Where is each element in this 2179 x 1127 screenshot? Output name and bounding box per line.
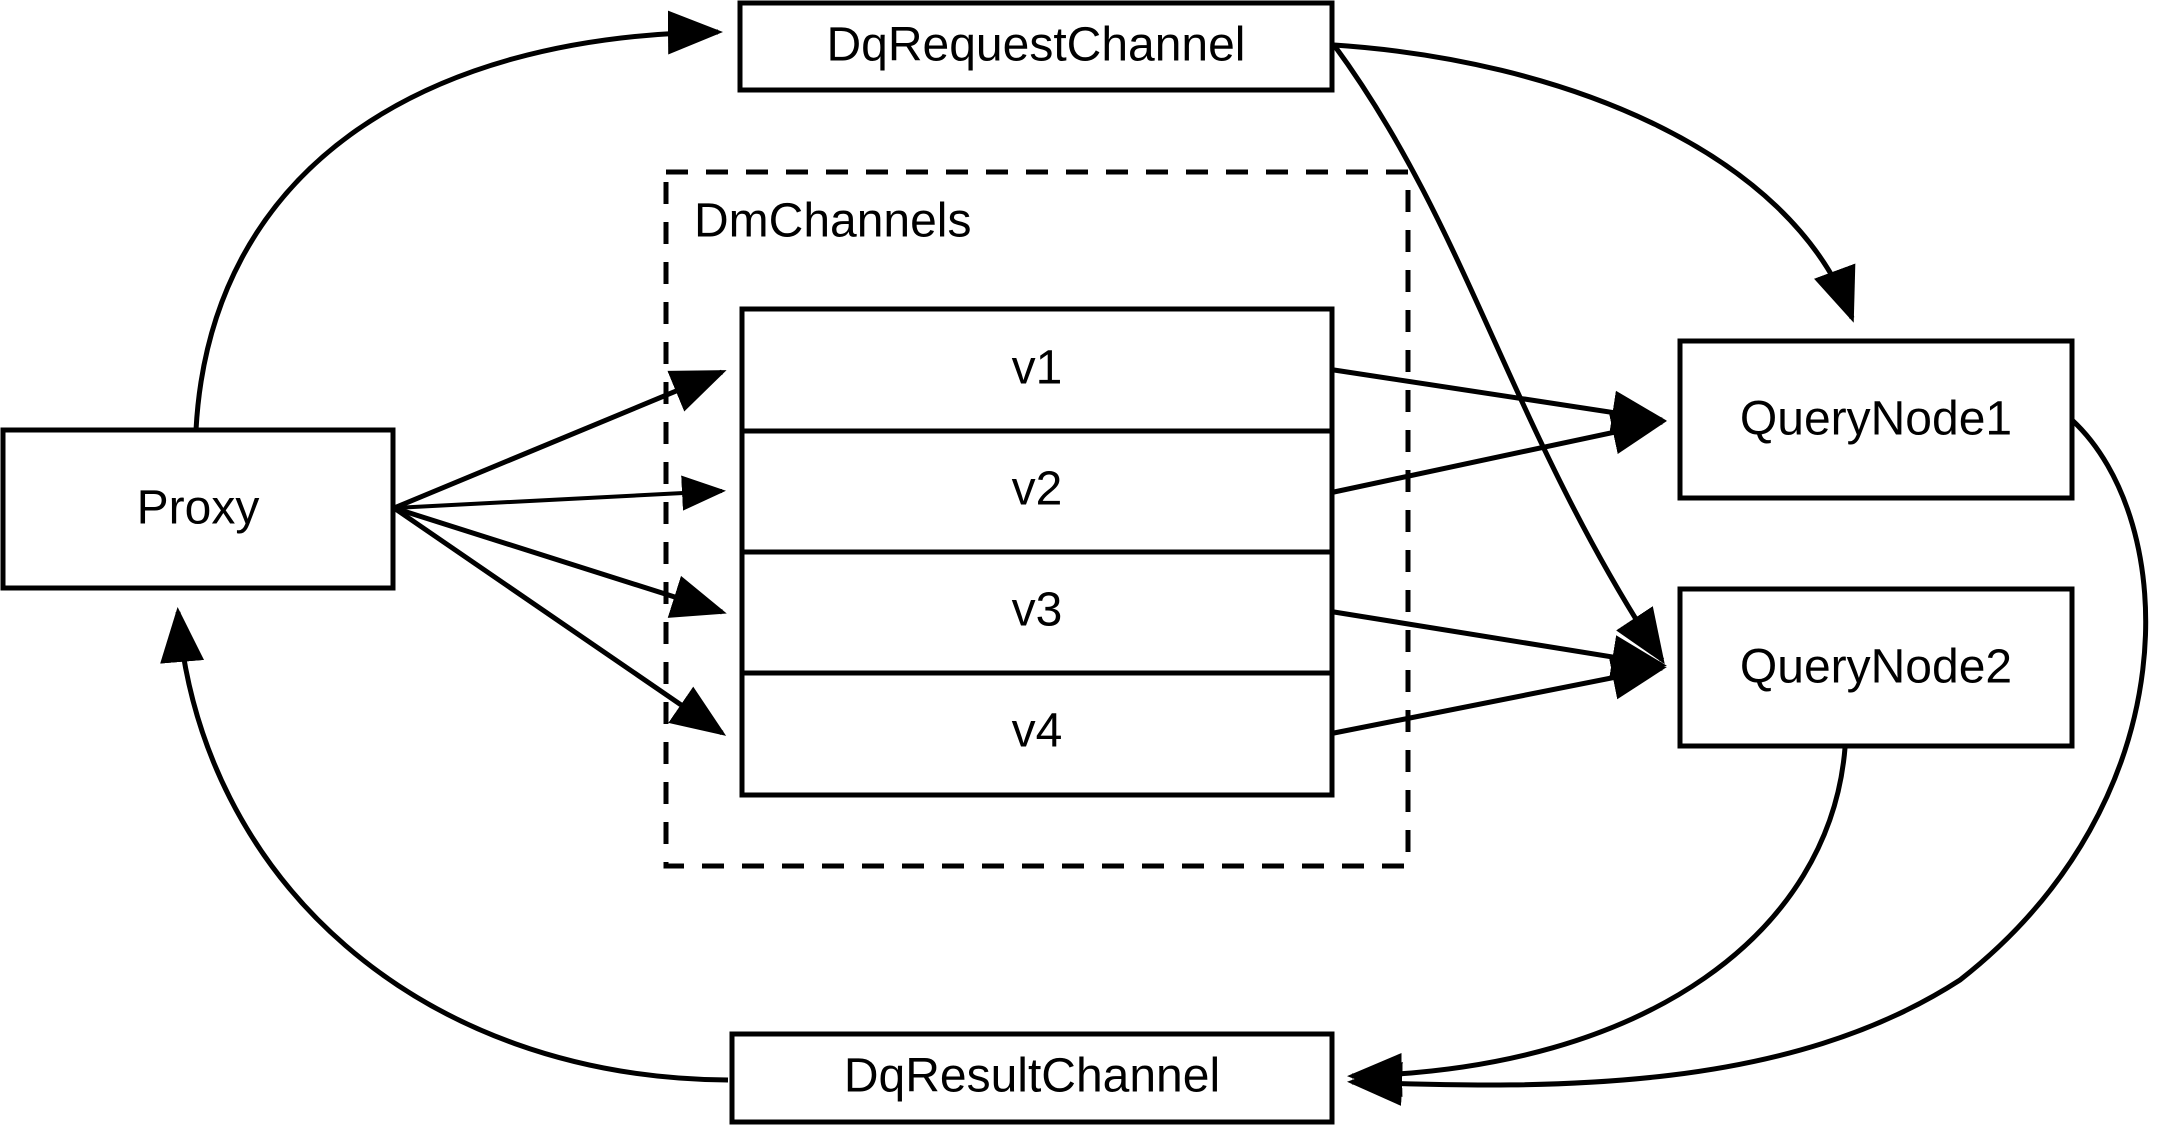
node-query-node-2[interactable]: QueryNode2 [1677,586,2075,749]
edge-querynode1-to-dqresultchannel [1347,418,2149,1106]
proxy-box[interactable] [0,427,396,591]
dq-result-channel-box[interactable] [729,1031,1335,1125]
edge-dqresultchannel-to-proxy [160,607,729,1083]
edge-v2-to-querynode1 [1333,410,1667,495]
dm-channels-group: DmChannels [663,169,1411,869]
edge-dqrequestchannel-to-querynode2 [1331,43,1665,665]
edge-v4-to-querynode2 [1333,656,1667,736]
channel-row-v4-label: v4 [1012,705,1063,758]
edge-proxy-to-v2 [393,475,726,511]
node-dq-request-channel[interactable]: DqRequestChannel [737,0,1335,93]
query-node-2-box[interactable] [1677,586,2075,749]
proxy-label: Proxy [137,482,260,535]
edge-v1-to-querynode1 [1333,367,1667,435]
edge-proxy-to-v3 [393,505,727,618]
node-query-node-1[interactable]: QueryNode1 [1677,338,2075,501]
edge-v3-to-querynode2 [1333,609,1667,679]
edge-proxy-to-dqrequestchannel [193,10,723,431]
channel-row-v3-label: v3 [1012,584,1063,637]
dq-result-channel-label: DqResultChannel [844,1050,1220,1103]
query-node-2-label: QueryNode2 [1740,641,2012,694]
edge-proxy-to-v1 [393,369,727,511]
dm-channels-group-border [663,169,1411,869]
dm-channels-group-label: DmChannels [694,195,971,248]
node-proxy[interactable]: Proxy [0,427,396,591]
node-dq-result-channel[interactable]: DqResultChannel [729,1031,1335,1125]
dq-request-channel-label: DqRequestChannel [827,19,1246,72]
edge-querynode2-to-dqresultchannel [1347,747,1848,1097]
channel-row-v2-label: v2 [1012,463,1063,516]
channel-row-v1-label: v1 [1012,342,1063,395]
dq-request-channel-box[interactable] [737,0,1335,93]
query-node-1-box[interactable] [1677,338,2075,501]
query-node-1-label: QueryNode1 [1740,393,2012,446]
edge-proxy-to-v4 [392,505,727,736]
dm-channel-stack: v1 v2 v3 v4 [739,306,1335,798]
edge-dqrequestchannel-to-querynode1 [1333,42,1856,323]
